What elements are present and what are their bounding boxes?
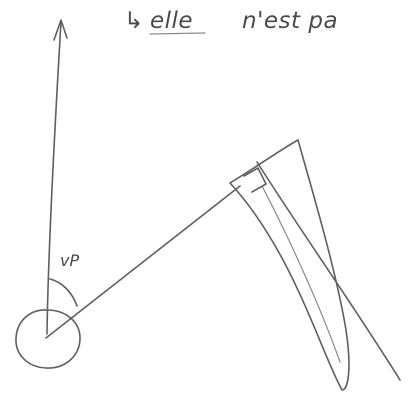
tangent-line — [256, 161, 401, 381]
origin-circle — [15, 309, 81, 369]
caption-underline — [149, 32, 206, 35]
caption-arrow: ↳ — [124, 8, 144, 34]
angle-arc — [49, 278, 78, 307]
caption-rest: n'est pa — [242, 8, 338, 34]
angle-label: vP — [60, 251, 79, 270]
vertical-axis-arrow — [46, 19, 68, 335]
blade-outline — [229, 139, 350, 391]
vertical-axis-arrowhead — [53, 19, 68, 41]
right-angle-marker — [243, 167, 267, 193]
radius-line — [45, 185, 241, 339]
blade-inner-curve — [261, 185, 341, 363]
caption-underlined-word: elle — [150, 8, 193, 34]
vertical-axis-line — [46, 21, 62, 335]
caption: ↳ elle n'est pa — [124, 8, 338, 35]
